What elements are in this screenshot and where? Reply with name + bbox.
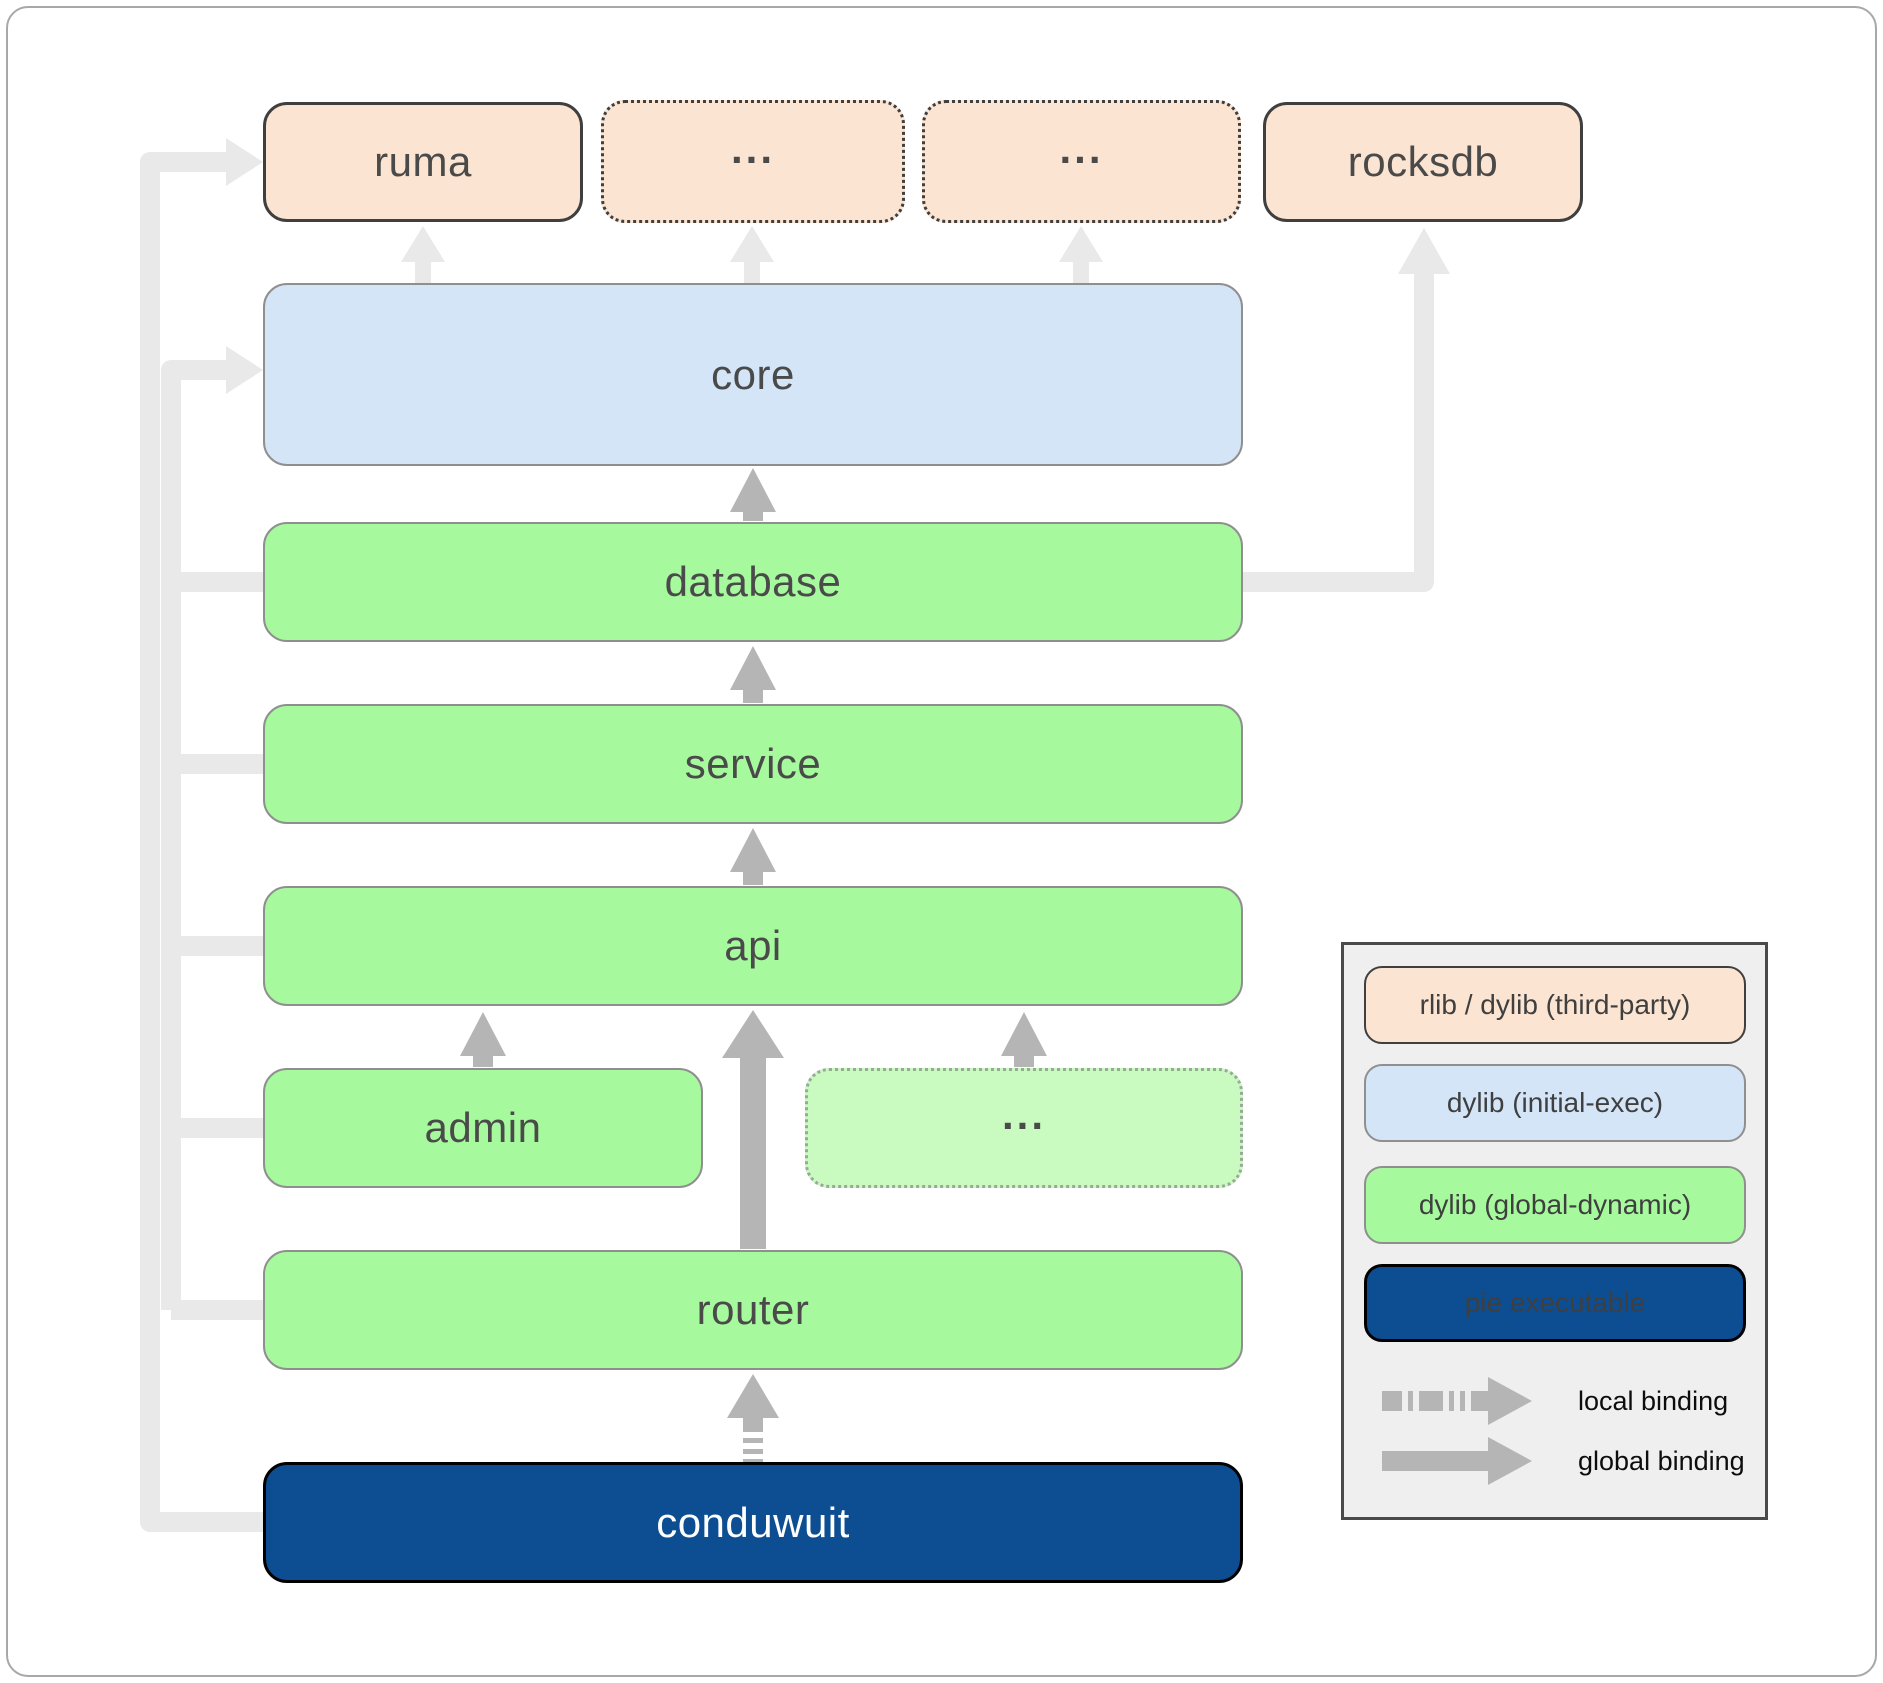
legend-item-initial-exec: dylib (initial-exec) [1364,1064,1746,1142]
legend-item-label: rlib / dylib (third-party) [1419,989,1691,1020]
legend-item-label: pie executable [1464,1287,1646,1318]
node-conduwuit: conduwuit [263,1462,1243,1583]
arrowhead-core-ruma [401,226,445,262]
legend-binding-label: local binding [1578,1385,1729,1416]
edge-conduwuit-bus-inner [161,360,226,1310]
edge-core-to-top-row [415,258,1089,283]
arrowhead-core-ellipsis-right [1059,226,1103,262]
edge-conduwuit-branches [171,572,263,1320]
node-service: service [263,704,1243,824]
node-label: service [684,740,822,787]
node-label: ... [1059,124,1104,172]
node-api: api [263,886,1243,1006]
arrowhead-into-rocksdb [1398,228,1450,274]
legend-local-binding-row: local binding [1382,1377,1752,1425]
arrowhead-database-core [730,468,776,512]
legend-item-label: dylib (global-dynamic) [1418,1189,1692,1220]
node-router: router [263,1250,1243,1370]
legend-global-binding-row: global binding [1382,1437,1752,1485]
arrowhead-into-core [226,346,263,394]
local-binding-arrow-icon [1382,1377,1532,1425]
legend-item-global-dynamic: dylib (global-dynamic) [1364,1166,1746,1244]
node-label: rocksdb [1347,138,1499,185]
node-label: core [711,350,795,398]
legend-binding-label: global binding [1578,1445,1745,1476]
node-label: ... [1001,1091,1046,1139]
arrowhead-ellipsis-api [1001,1012,1047,1056]
node-label: conduwuit [656,1498,850,1546]
arrowhead-router-api [722,1010,784,1058]
legend-panel: rlib / dylib (third-party) dylib (initia… [1341,942,1768,1520]
node-admin: admin [263,1068,703,1188]
node-label: admin [424,1104,542,1151]
arrowhead-conduwuit-router [727,1374,779,1418]
node-ruma: ruma [263,102,583,222]
node-label: ... [730,124,775,172]
global-binding-arrow-icon [1382,1437,1532,1485]
arrowhead-admin-api [460,1012,506,1056]
node-rocksdb: rocksdb [1263,102,1583,222]
node-core: core [263,283,1243,466]
arrowhead-service-database [730,646,776,690]
node-label: api [724,922,782,969]
arrowhead-api-service [730,828,776,872]
legend-item-pie-executable: pie executable [1364,1264,1746,1342]
legend-item-label: dylib (initial-exec) [1446,1087,1664,1118]
arrowhead-core-ellipsis-left [730,226,774,262]
arrowhead-into-ruma [226,138,263,186]
node-ellipsis-middle: ... [805,1068,1243,1188]
node-ellipsis-top-right: ... [922,100,1241,223]
legend-item-third-party: rlib / dylib (third-party) [1364,966,1746,1044]
node-label: ruma [374,138,472,185]
edge-database-to-rocksdb [1243,274,1434,592]
edge-conduwuit-to-ruma [140,152,263,1532]
node-ellipsis-top-left: ... [601,100,905,223]
node-database: database [263,522,1243,642]
node-label: router [696,1286,810,1333]
node-label: database [664,558,842,605]
